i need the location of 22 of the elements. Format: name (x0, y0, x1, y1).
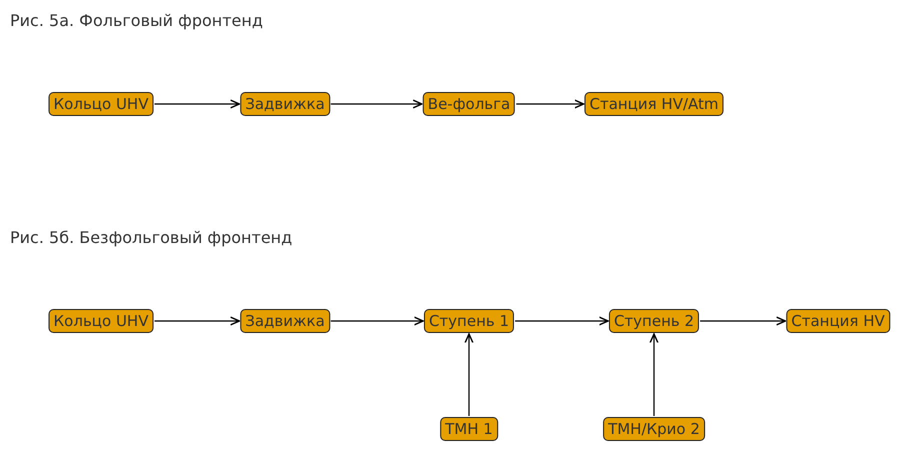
arrow (515, 316, 609, 326)
arrow (649, 333, 659, 416)
process-box: Станция HV/Atm (584, 92, 724, 116)
arrow (516, 99, 584, 109)
process-box: Ступень 2 (608, 309, 700, 333)
process-box: ТМН/Крио 2 (603, 417, 705, 441)
process-box: Ступень 1 (424, 309, 514, 333)
figure-title: Рис. 5б. Безфольговый фронтенд (10, 227, 292, 249)
process-box: Кольцо UHV (48, 309, 154, 333)
arrow (700, 316, 786, 326)
arrow (154, 99, 240, 109)
process-box: Станция HV (786, 309, 890, 333)
process-box: Кольцо UHV (48, 92, 154, 116)
process-box: Задвижка (240, 309, 330, 333)
arrow (330, 99, 422, 109)
arrow (154, 316, 240, 326)
process-box: Be-фольга (422, 92, 516, 116)
arrow (464, 333, 474, 416)
process-box: Задвижка (240, 92, 330, 116)
figure-title: Рис. 5а. Фольговый фронтенд (10, 10, 263, 32)
arrow (330, 316, 424, 326)
process-box: ТМН 1 (440, 417, 498, 441)
